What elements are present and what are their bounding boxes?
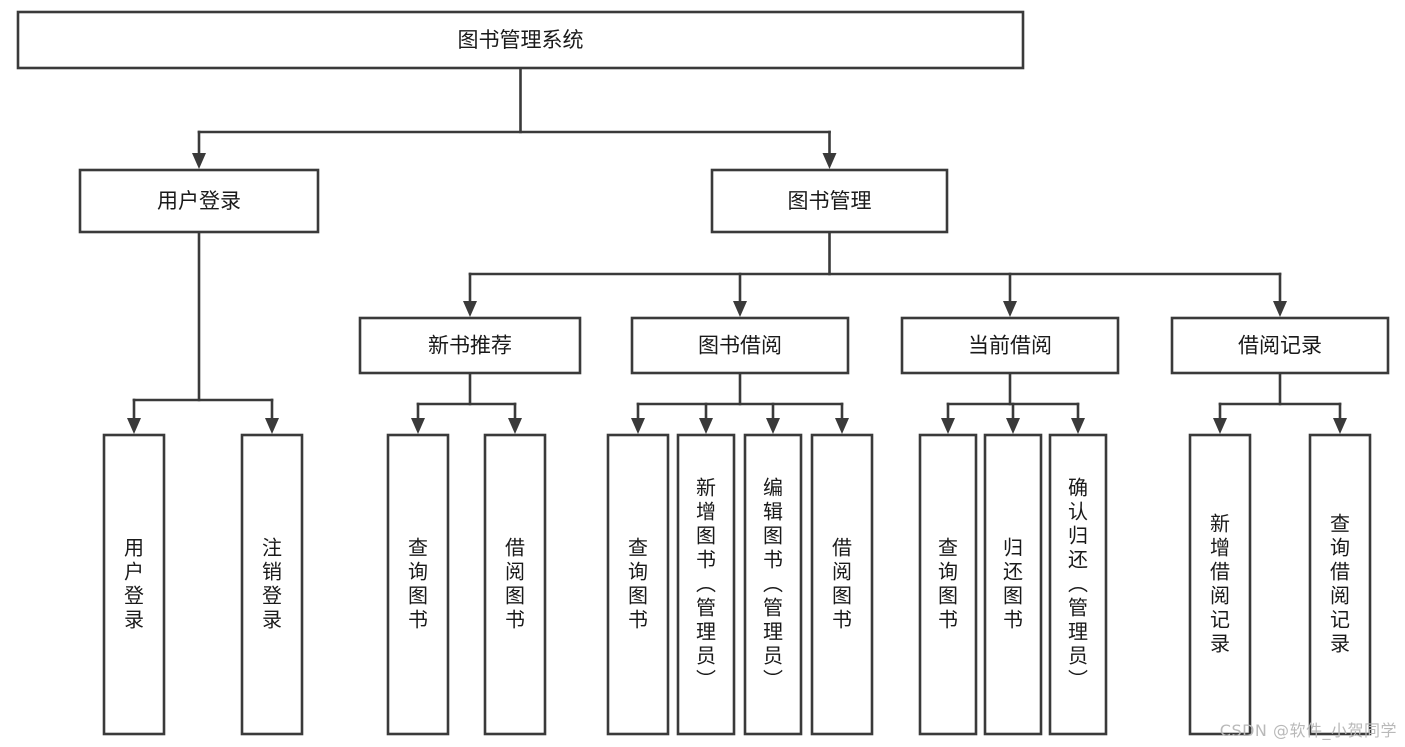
node-label-book-management: 图书管理: [788, 189, 872, 213]
node-book-borrow[interactable]: 图书借阅: [630, 316, 850, 375]
node-box-new-book-recommend: [358, 316, 582, 375]
node-label-leaf-edit-book: 编辑图书︵管理员︶: [763, 476, 783, 692]
node-leaf-borrow-book-bb[interactable]: 借阅图书: [810, 433, 874, 736]
arrow-icon-leaf-edit-book: [766, 418, 780, 434]
node-box-leaf-query-book-cb: [918, 433, 978, 736]
node-leaf-query-book-nbr[interactable]: 查询图书: [386, 433, 450, 736]
arrow-icon-leaf-query-book-nbr: [411, 418, 425, 434]
node-box-root: [16, 10, 1025, 70]
node-label-leaf-logout: 注销登录: [262, 536, 282, 632]
node-current-borrow[interactable]: 当前借阅: [900, 316, 1120, 375]
node-box-leaf-borrow-book-bb: [810, 433, 874, 736]
connector-layer: [127, 66, 1347, 434]
node-label-leaf-user-login: 用户登录: [124, 536, 144, 632]
node-label-new-book-recommend: 新书推荐: [428, 334, 512, 358]
arrow-icon-current-borrow: [1003, 301, 1017, 317]
node-label-leaf-borrow-book-nbr: 借阅图书: [505, 536, 525, 632]
node-user-login[interactable]: 用户登录: [78, 168, 320, 234]
node-box-leaf-query-book-bb: [606, 433, 670, 736]
arrow-icon-book-borrow: [733, 301, 747, 317]
node-leaf-return-book[interactable]: 归还图书: [983, 433, 1043, 736]
arrow-icon-leaf-logout: [265, 418, 279, 434]
arrow-icon-leaf-confirm-return: [1071, 418, 1085, 434]
node-leaf-query-book-cb[interactable]: 查询图书: [918, 433, 978, 736]
node-label-leaf-query-book-cb: 查询图书: [938, 536, 958, 632]
arrow-icon-leaf-add-record: [1213, 418, 1227, 434]
node-box-book-management: [710, 168, 949, 234]
node-box-leaf-edit-book: [743, 433, 803, 736]
node-label-leaf-return-book: 归还图书: [1003, 536, 1023, 632]
node-box-current-borrow: [900, 316, 1120, 375]
arrow-icon-leaf-query-book-bb: [631, 418, 645, 434]
node-label-leaf-add-record: 新增借阅记录: [1210, 512, 1230, 656]
node-label-current-borrow: 当前借阅: [968, 334, 1052, 358]
arrow-icon-leaf-query-record: [1333, 418, 1347, 434]
node-label-leaf-query-book-bb: 查询图书: [628, 536, 648, 632]
node-root[interactable]: 图书管理系统: [16, 10, 1025, 70]
node-box-borrow-records: [1170, 316, 1390, 375]
node-label-user-login: 用户登录: [157, 189, 241, 213]
arrow-icon-leaf-borrow-book-nbr: [508, 418, 522, 434]
node-box-leaf-borrow-book-nbr: [483, 433, 547, 736]
arrow-icon-book-management: [822, 153, 837, 169]
node-label-leaf-borrow-book-bb: 借阅图书: [832, 536, 852, 632]
node-label-leaf-confirm-return: 确认归还︵管理员︶: [1068, 476, 1088, 692]
arrow-icon-new-book-recommend: [463, 301, 477, 317]
node-borrow-records[interactable]: 借阅记录: [1170, 316, 1390, 375]
arrow-icon-user-login: [192, 153, 206, 169]
node-leaf-add-record[interactable]: 新增借阅记录: [1188, 433, 1252, 736]
node-leaf-user-login[interactable]: 用户登录: [102, 433, 166, 736]
arrow-icon-borrow-records: [1273, 301, 1287, 317]
node-leaf-borrow-book-nbr[interactable]: 借阅图书: [483, 433, 547, 736]
node-box-leaf-user-login: [102, 433, 166, 736]
node-layer: 图书管理系统用户登录图书管理新书推荐图书借阅当前借阅借阅记录用户登录注销登录查询…: [16, 10, 1390, 736]
node-box-book-borrow: [630, 316, 850, 375]
node-label-book-borrow: 图书借阅: [698, 334, 782, 358]
node-label-leaf-query-record: 查询借阅记录: [1330, 512, 1350, 656]
node-leaf-query-book-bb[interactable]: 查询图书: [606, 433, 670, 736]
node-leaf-query-record[interactable]: 查询借阅记录: [1308, 433, 1372, 736]
arrow-icon-leaf-borrow-book-bb: [835, 418, 849, 434]
node-box-leaf-query-book-nbr: [386, 433, 450, 736]
node-new-book-recommend[interactable]: 新书推荐: [358, 316, 582, 375]
node-label-borrow-records: 借阅记录: [1238, 334, 1322, 358]
node-label-root: 图书管理系统: [458, 28, 584, 52]
arrow-icon-leaf-add-book: [699, 418, 713, 434]
node-box-leaf-add-book: [676, 433, 736, 736]
node-leaf-logout[interactable]: 注销登录: [240, 433, 304, 736]
node-label-leaf-query-book-nbr: 查询图书: [408, 536, 428, 632]
node-box-leaf-confirm-return: [1048, 433, 1108, 736]
node-book-management[interactable]: 图书管理: [710, 168, 949, 234]
arrow-icon-leaf-user-login: [127, 418, 141, 434]
arrow-icon-leaf-return-book: [1006, 418, 1020, 434]
node-box-user-login: [78, 168, 320, 234]
node-leaf-add-book[interactable]: 新增图书︵管理员︶: [676, 433, 736, 736]
arrow-icon-leaf-query-book-cb: [941, 418, 955, 434]
node-leaf-confirm-return[interactable]: 确认归还︵管理员︶: [1048, 433, 1108, 736]
node-box-leaf-return-book: [983, 433, 1043, 736]
node-box-leaf-query-record: [1308, 433, 1372, 736]
node-leaf-edit-book[interactable]: 编辑图书︵管理员︶: [743, 433, 803, 736]
node-box-leaf-add-record: [1188, 433, 1252, 736]
node-label-leaf-add-book: 新增图书︵管理员︶: [696, 476, 716, 692]
node-box-leaf-logout: [240, 433, 304, 736]
